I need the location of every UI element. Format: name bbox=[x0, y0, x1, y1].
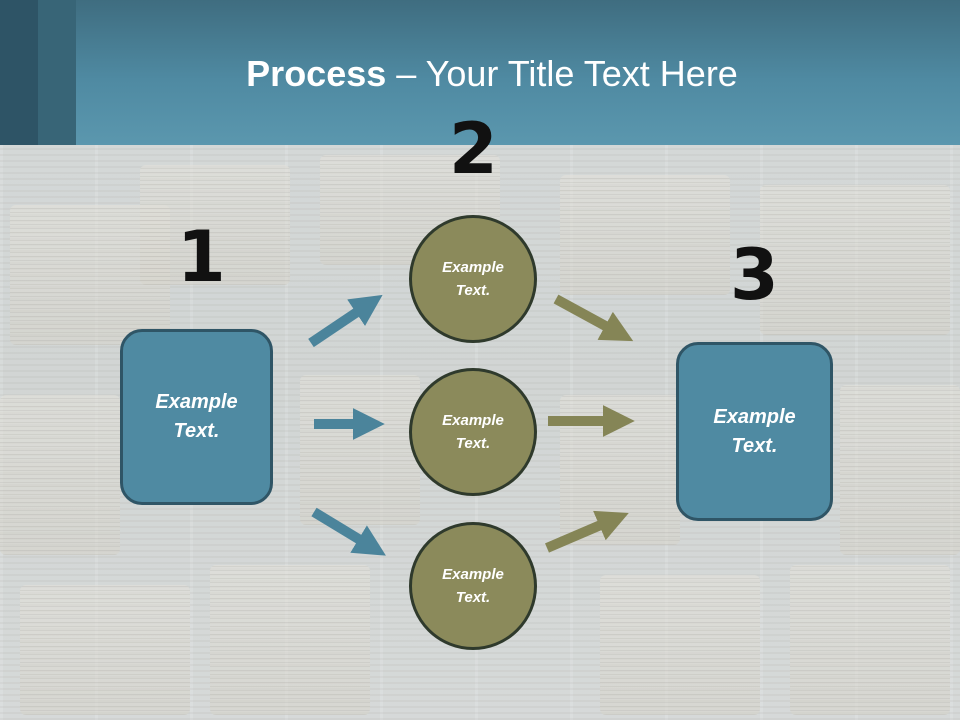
circle-top-text: Example Text. bbox=[442, 259, 504, 299]
right-box-text: Example Text. bbox=[713, 405, 796, 457]
arrow-bottom-to-right bbox=[545, 510, 629, 553]
circle-bottom: Example Text. bbox=[409, 522, 537, 650]
right-process-box: Example Text. bbox=[676, 342, 833, 521]
circle-top: Example Text. bbox=[409, 215, 537, 343]
arrow-left-to-bottom bbox=[311, 507, 386, 556]
arrow-top-to-right bbox=[553, 294, 634, 342]
left-process-box: Example Text. bbox=[120, 329, 273, 505]
circle-middle-text: Example Text. bbox=[442, 412, 504, 452]
arrow-left-to-top bbox=[308, 294, 383, 348]
circle-bottom-text: Example Text. bbox=[442, 566, 504, 606]
circle-middle: Example Text. bbox=[409, 368, 537, 496]
step-number-2: 2 bbox=[449, 108, 498, 190]
title-bold: Process bbox=[246, 53, 387, 94]
step-number-3: 3 bbox=[730, 234, 779, 316]
title-rest: – Your Title Text Here bbox=[386, 53, 738, 94]
left-box-text: Example Text. bbox=[155, 391, 238, 442]
step-number-1: 1 bbox=[177, 216, 226, 298]
header-bar bbox=[0, 0, 960, 145]
slide-title: Process – Your Title Text Here bbox=[0, 52, 960, 96]
header-accent-dark bbox=[0, 0, 38, 145]
header-accent-mid bbox=[38, 0, 76, 145]
